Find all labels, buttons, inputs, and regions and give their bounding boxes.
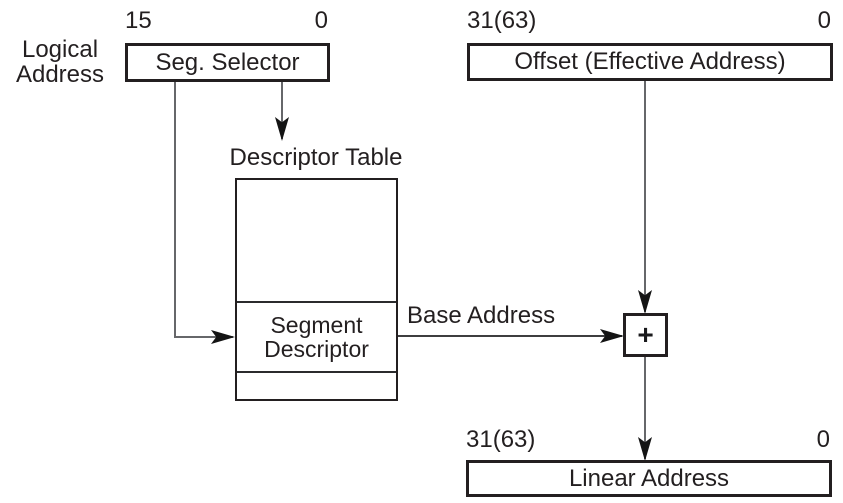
segment-descriptor-label-line1: Segment <box>270 312 363 338</box>
offset-bit-low: 0 <box>817 7 831 34</box>
segment-descriptor-label-line2: Descriptor <box>264 336 369 362</box>
offset-label: Offset (Effective Address) <box>514 48 786 75</box>
logical-address-label-line2: Address <box>15 61 105 88</box>
offset-bit-high: 31(63) <box>467 7 537 34</box>
descriptor-table: Segment Descriptor <box>235 178 398 401</box>
plus-icon: + <box>637 319 654 350</box>
base-address-label: Base Address <box>407 302 556 329</box>
linear-address-bit-labels: 31(63) 0 <box>466 428 830 452</box>
linear-address-label: Linear Address <box>568 464 730 492</box>
selector-to-segment-descriptor-arrow <box>174 81 235 344</box>
segment-descriptor-row: Segment Descriptor <box>237 301 396 373</box>
seg-selector-bit-labels: 15 0 <box>125 9 328 33</box>
seg-selector-box: Seg. Selector <box>125 43 330 82</box>
linear-address-bit-high: 31(63) <box>466 426 536 453</box>
logical-address-label-line1: Logical <box>21 36 99 63</box>
descriptor-table-empty-row-bottom <box>237 373 396 399</box>
seg-selector-bit-low: 0 <box>314 7 328 34</box>
linear-address-box: Linear Address <box>466 460 832 497</box>
adder-box: + <box>623 313 668 357</box>
offset-bit-labels: 31(63) 0 <box>467 9 831 33</box>
offset-box: Offset (Effective Address) <box>467 43 833 81</box>
linear-address-bit-low: 0 <box>816 426 830 453</box>
seg-selector-label: Seg. Selector <box>155 48 300 76</box>
logical-address-label: Logical Address <box>0 37 120 87</box>
seg-selector-bit-high: 15 <box>125 7 152 34</box>
descriptor-table-empty-row-top <box>237 180 396 301</box>
descriptor-table-title: Descriptor Table <box>229 144 403 171</box>
